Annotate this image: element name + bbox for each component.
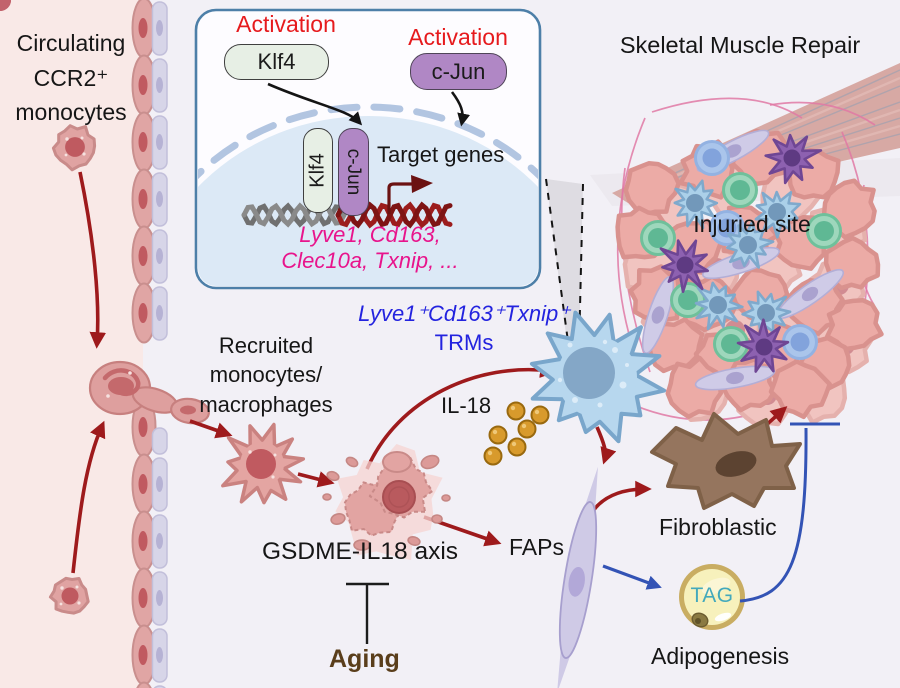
trm-name-line: TRMs [434,329,494,355]
trm-markers-line: Lyve1⁺Cd163⁺Txnip⁺ [358,301,570,326]
muscle-cell-icon [768,359,832,420]
magnifier-wedge [545,178,584,350]
circulating-line1: Circulating [16,30,126,56]
recruited-line3: macrophages [199,391,333,417]
klf4-factor-text: Klf4 [257,49,296,74]
green-cell-icon [806,213,842,249]
klf4-factor-pill: Klf4 [224,44,329,80]
muscle-cell-icon [825,297,884,352]
blue-macrophage-icon [754,190,802,239]
circulating-monocyte-icon [51,124,97,172]
transcription-arrow [387,175,433,214]
endothelial-cell-icon [136,681,152,688]
il18-dots-icon [483,401,550,466]
muscle-cell-icon [665,355,724,419]
blue-round-cell-icon [709,210,745,246]
circulating-monocyte-icon [48,576,90,615]
diagram-title: Skeletal Muscle Repair [619,32,861,58]
green-cell-icon [670,282,706,318]
cjun-factor-pill: c-Jun [410,53,507,90]
activation-label-cjun: Activation [408,24,508,50]
recruited-macrophage-icon [221,422,306,505]
blue-round-cell-icon [694,140,730,176]
purple-dendritic-cell-icon [764,133,823,185]
green-cell-icon [640,220,676,256]
purple-dendritic-cell-icon [736,318,790,373]
arrow-trm-to-fap [595,426,617,465]
il18-label: IL-18 [441,393,492,418]
circulating-monocytes-label: Circulating CCR2⁺ monocytes [2,26,140,130]
blue-macrophage-icon [694,281,744,331]
inhibition-bars [346,422,840,644]
gene-list-line2: Clec10a, Txnip, ... [281,248,459,274]
muscle-cell-icon [623,161,681,217]
pathway-cells [221,310,802,688]
blue-macrophage-icon [673,179,719,230]
tag-label: TAG [690,584,734,607]
trm-cell-icon [529,310,667,444]
adipogenesis-label: Adipogenesis [651,643,790,669]
target-genes-label: Target genes [377,142,505,167]
aging-inhibition-bar [346,582,389,644]
transmigrating-monocyte-icon [88,360,210,425]
circulating-line2: CCR2⁺ [33,64,109,91]
vessel-wall [48,0,210,688]
cjun-bound-text: c-Jun [343,148,365,196]
blue-macrophage-icon [725,220,775,269]
trm-label: Lyve1⁺Cd163⁺Txnip⁺ TRMs [338,300,590,357]
recruited-line2: monocytes/ [209,362,323,388]
pyroptotic-cell-icon [322,444,451,561]
recruited-line1: Recruited [218,333,314,358]
adipocyte-icon [679,564,745,630]
purple-dendritic-cell-icon [659,239,710,294]
gene-list-label: Lyve1, Cd163, Clec10a, Txnip, ... [224,222,516,275]
klf4-bound-text: Klf4 [306,153,329,188]
fibroblast-icon [650,412,802,510]
arrow-to-pyroptotic [297,471,335,488]
nucleus-dome [198,103,538,286]
green-cell-icon [722,172,758,208]
arrow-monocyte-down [78,171,107,349]
vessel-lumen [0,0,143,688]
cjun-factor-text: c-Jun [431,58,486,84]
arrow-fap-to-tag [602,564,662,590]
fibroblastic-label: Fibroblastic [659,514,777,540]
cjun-bound-pill: c-Jun [338,128,369,216]
aging-label: Aging [329,645,400,673]
blue-macrophage-icon [741,290,792,335]
recruited-label: Recruited monocytes/ macrophages [183,331,349,419]
circulating-line3: monocytes [15,99,127,125]
cjun-activation-arrow [450,91,471,127]
gsdme-axis-label: GSDME-IL18 axis [262,538,459,565]
gene-list-line1: Lyve1, Cd163, [299,222,441,247]
injured-site-label: Injuried site [693,211,811,237]
klf4-bound-pill: Klf4 [303,128,333,213]
arrow-monocyte-up [71,420,106,574]
fap-cell-icon [557,466,598,688]
tag-inhibition-line [739,427,808,603]
activation-label-klf4: Activation [236,11,336,37]
klf4-activation-arrow [267,82,363,126]
faps-label: FAPs [509,534,564,560]
arrow-pyroptotic-to-trm [365,361,557,470]
arrow-to-recruited [189,419,233,439]
